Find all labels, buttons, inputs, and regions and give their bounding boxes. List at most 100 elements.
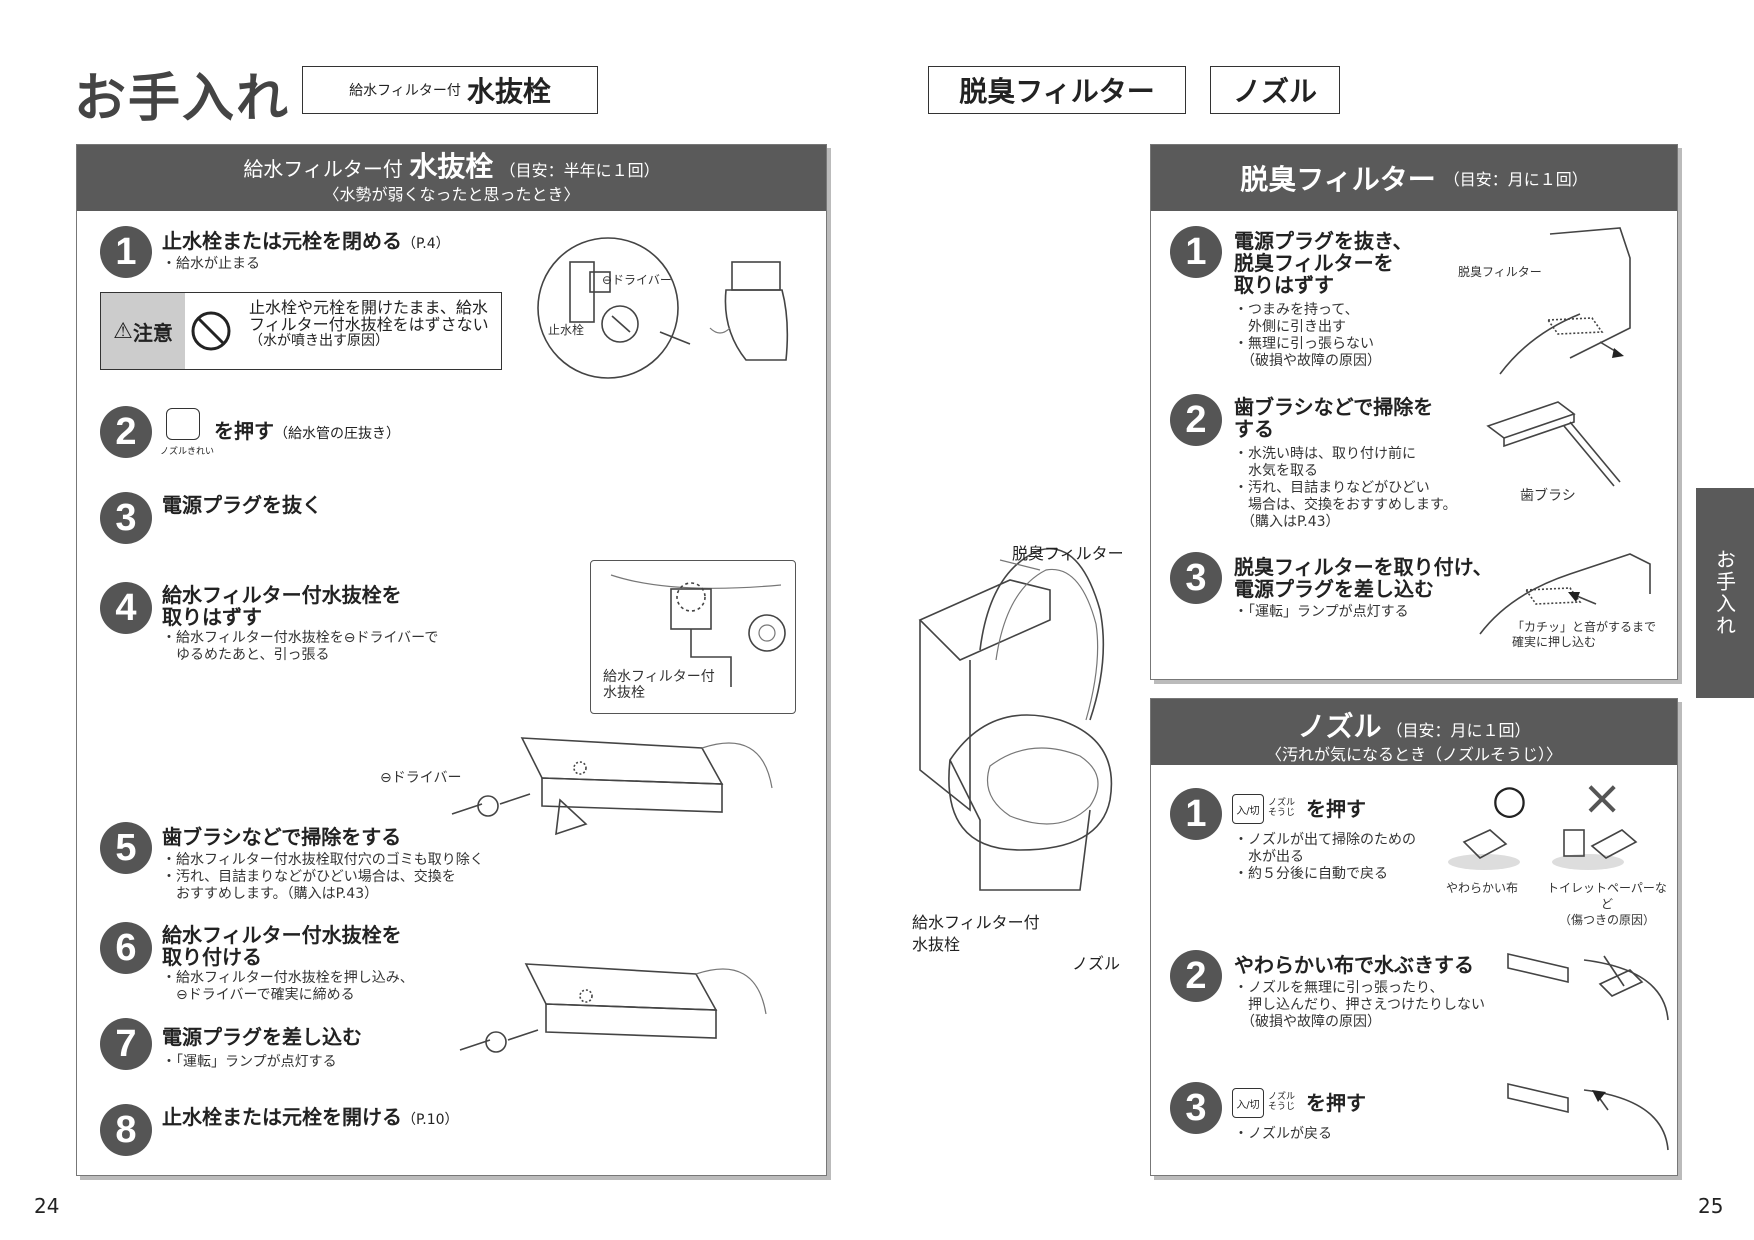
- step-6-sub: ・給水フィルター付水抜栓を押し込み、 ⊖ドライバーで確実に締める: [162, 970, 414, 1003]
- page-number-left: 24: [34, 1194, 60, 1218]
- deo-step-2-text: 歯ブラシなどで掃除を する: [1234, 395, 1434, 441]
- side-tab: お手入れ: [1696, 488, 1754, 698]
- paper-label: トイレットペーパーなど（傷つきの原因）: [1547, 881, 1667, 927]
- step-number: 7: [100, 1018, 152, 1070]
- step-7-text: 電源プラグを差し込む: [162, 1025, 362, 1049]
- prohibition-icon: [185, 293, 237, 369]
- tag-small-text: 給水フィルター付: [349, 83, 461, 99]
- nozzle-step-2-sub: ・ノズルを無理に引っ張ったり、 押し込んだり、押さえつけたりしない （破損や故障…: [1234, 980, 1486, 1030]
- caution-line-2: フィルター付水抜栓をはずさない: [249, 315, 489, 334]
- nozzle-header: ノズル （目安：月に１回） 〈汚れが気になるとき（ノズルそうじ）〉: [1151, 699, 1677, 765]
- wipe-nozzle-illustration: [1504, 950, 1672, 1034]
- filter-label: 脱臭フィルター: [1458, 265, 1542, 279]
- shutoff-valve-label: 止水栓: [548, 323, 585, 337]
- section-tag-nozzle: ノズル: [1210, 66, 1340, 114]
- step-number: 4: [100, 582, 152, 634]
- step-3-text: 電源プラグを抜く: [162, 493, 322, 517]
- nozzle-clean-button-label: ノズル そうじ: [1268, 1092, 1296, 1112]
- step-4-text: 給水フィルター付水抜栓を 取りはずす: [162, 583, 402, 629]
- brush-illustration: 歯ブラシ: [1484, 396, 1634, 506]
- nozzle-step-1-sub: ・ノズルが出て掃除のための 水が出る・約５分後に自動で戻る: [1234, 832, 1416, 882]
- deo-step-1-sub: ・つまみを持って、 外側に引き出す・無理に引っ張らない （破損や故障の原因）: [1234, 302, 1381, 369]
- step-7-sub: ・「運転」ランプが点灯する: [162, 1054, 337, 1070]
- step-2-text: を押す（給水管の圧抜き）: [214, 419, 400, 443]
- nozzle-title: ノズル: [1297, 710, 1382, 743]
- drain-removal-illustration: ⊖ドライバー: [380, 714, 780, 864]
- page-title: お手入れ: [74, 69, 291, 129]
- step-number: 2: [1170, 950, 1222, 1002]
- step-8-text: 止水栓または元栓を開ける（P.10）: [162, 1105, 459, 1129]
- nozzle-step-2-text: やわらかい布で水ぶきする: [1234, 953, 1474, 977]
- nozzle-clean-caption: ノズルきれい: [160, 447, 215, 457]
- panel-title-note: （目安：半年に１回）: [499, 161, 660, 180]
- toilet-overview-illustration: [900, 530, 1140, 930]
- caution-line-1: 止水栓や元栓を開けたまま、給水: [249, 298, 488, 317]
- step-1-text: 止水栓または元栓を閉める（P.4）: [162, 229, 450, 253]
- step-6-text: 給水フィルター付水抜栓を 取り付ける: [162, 923, 402, 969]
- panel-header: 給水フィルター付 水抜栓 （目安：半年に１回） 〈水勢が弱くなったと思ったとき〉: [77, 145, 826, 211]
- caution-box: ⚠注意 止水栓や元栓を開けたまま、給水 フィルター付水抜栓をはずさない （水が噴…: [100, 292, 502, 370]
- deodorizer-install-illustration: 「カチッ」と音がするまで確実に押し込む: [1476, 544, 1672, 656]
- nozzle-callout: ノズル: [1072, 954, 1121, 973]
- warning-icon: ⚠: [113, 318, 133, 344]
- panel-subtitle: 〈水勢が弱くなったと思ったとき〉: [323, 185, 580, 204]
- step-number: 2: [1170, 394, 1222, 446]
- step-number: 1: [100, 226, 152, 278]
- step-number: 1: [1170, 788, 1222, 840]
- step-4-sub: ・給水フィルター付水抜栓を⊖ドライバーで ゆるめたあと、引っ張る: [162, 630, 439, 663]
- step-number: 2: [100, 406, 152, 458]
- nozzle-clean-button-label: ノズル そうじ: [1268, 798, 1296, 818]
- step-1-sub: ・給水が止まる: [162, 256, 260, 272]
- nozzle-retract-illustration: [1504, 1080, 1672, 1162]
- step-number: 8: [100, 1104, 152, 1156]
- water-filter-callout: 給水フィルター付水抜栓: [912, 913, 1040, 954]
- page-number-right: 25: [1698, 1194, 1724, 1218]
- shutoff-valve-illustration: ⊖ドライバー 止水栓: [530, 232, 820, 382]
- step-number: 6: [100, 922, 152, 974]
- nozzle-clean-button: [166, 408, 200, 440]
- ng-mark: ×: [1582, 770, 1623, 826]
- step-number: 1: [1170, 226, 1222, 278]
- nozzle-step-3-sub: ・ノズルが戻る: [1234, 1126, 1332, 1142]
- deodorizer-title-note: （目安：月に１回）: [1443, 170, 1588, 189]
- drain-install-illustration: [456, 950, 780, 1090]
- driver-label-2: ⊖ドライバー: [380, 770, 462, 786]
- step-number: 3: [100, 492, 152, 544]
- filter-inset-label: 給水フィルター付水抜栓: [603, 669, 715, 701]
- nozzle-panel: ノズル （目安：月に１回） 〈汚れが気になるとき（ノズルそうじ）〉: [1150, 698, 1678, 1176]
- deodorizer-title: 脱臭フィルター: [1240, 163, 1436, 196]
- power-button-icon: 入/切: [1232, 794, 1264, 824]
- driver-label-1: ⊖ドライバー: [602, 273, 672, 287]
- deodorizer-remove-illustration: 脱臭フィルター: [1458, 224, 1636, 384]
- nozzle-step-1-text: を押す: [1306, 797, 1366, 821]
- section-tag-water-drain: 給水フィルター付 水抜栓: [302, 66, 598, 114]
- brush-label: 歯ブラシ: [1520, 488, 1576, 504]
- step-number: 5: [100, 822, 152, 874]
- caution-label: ⚠注意: [101, 293, 185, 369]
- filter-detail-inset: 給水フィルター付水抜栓: [590, 560, 796, 714]
- step-number: 3: [1170, 1082, 1222, 1134]
- soft-cloth-label: やわらかい布: [1446, 881, 1519, 895]
- power-button-icon: 入/切: [1232, 1088, 1264, 1118]
- nozzle-step-3-text: を押す: [1306, 1091, 1366, 1115]
- deodorizer-header: 脱臭フィルター （目安：月に１回）: [1151, 145, 1677, 211]
- click-caption: 「カチッ」と音がするまで確実に押し込む: [1512, 620, 1657, 649]
- tag-big-text: 水抜栓: [466, 75, 551, 108]
- deodorizer-panel: 脱臭フィルター （目安：月に１回）: [1150, 144, 1678, 680]
- section-tag-deodorizer: 脱臭フィルター: [928, 66, 1186, 114]
- step-5-text: 歯ブラシなどで掃除をする: [162, 825, 402, 849]
- ok-mark: ○: [1492, 777, 1527, 823]
- deo-step-3-text: 脱臭フィルターを取り付け、 電源プラグを差し込む: [1234, 555, 1493, 601]
- panel-title-big: 水抜栓: [409, 150, 494, 183]
- step-5-sub: ・給水フィルター付水抜栓取付穴のゴミも取り除く・汚れ、目詰まりなどがひどい場合は…: [162, 852, 484, 902]
- caution-line-3: （水が噴き出す原因）: [249, 333, 389, 349]
- step-number: 3: [1170, 552, 1222, 604]
- deodorizer-callout: 脱臭フィルター: [1012, 544, 1124, 563]
- nozzle-subtitle: 〈汚れが気になるとき（ノズルそうじ）〉: [1265, 745, 1562, 764]
- cloth-comparison-illustration: ○ × やわらかい布 トイレットペーパーなど（傷つきの原因）: [1440, 774, 1672, 927]
- panel-title-small: 給水フィルター付: [243, 157, 403, 181]
- deo-step-3-sub: ・「運転」ランプが点灯する: [1234, 604, 1409, 620]
- deo-step-2-sub: ・水洗い時は、取り付け前に 水気を取る・汚れ、目詰まりなどがひどい 場合は、交換…: [1234, 446, 1457, 530]
- deo-step-1-text: 電源プラグを抜き、 脱臭フィルターを 取りはずす: [1234, 229, 1413, 297]
- nozzle-title-note: （目安：月に１回）: [1386, 721, 1531, 740]
